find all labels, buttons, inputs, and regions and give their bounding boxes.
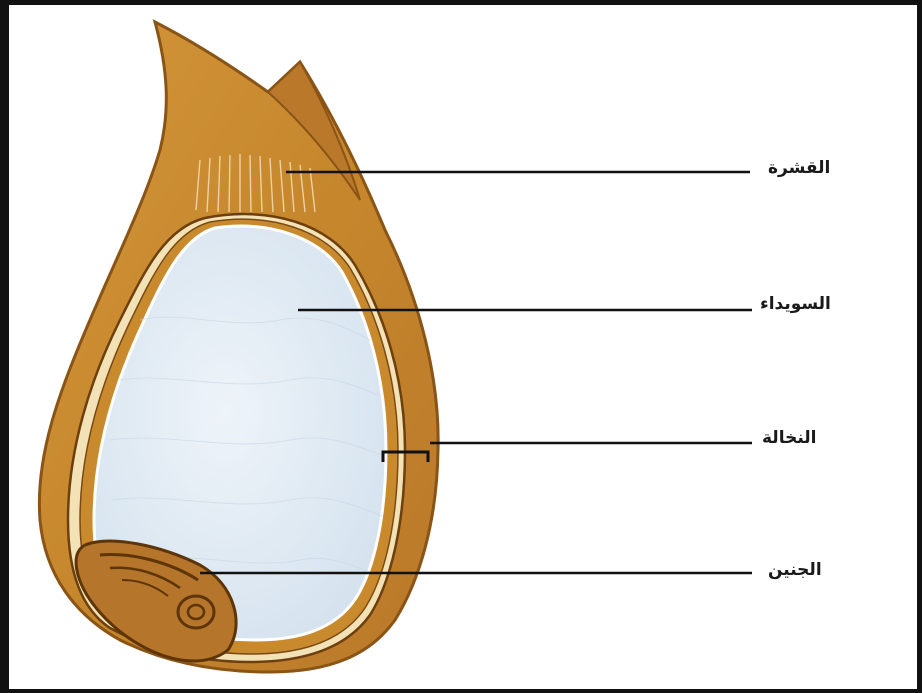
label-endosperm: السويداء [760, 294, 831, 314]
label-embryo: الجنين [768, 560, 822, 580]
label-husk: القشرة [768, 158, 830, 178]
label-aleurone: النخالة [762, 428, 816, 448]
